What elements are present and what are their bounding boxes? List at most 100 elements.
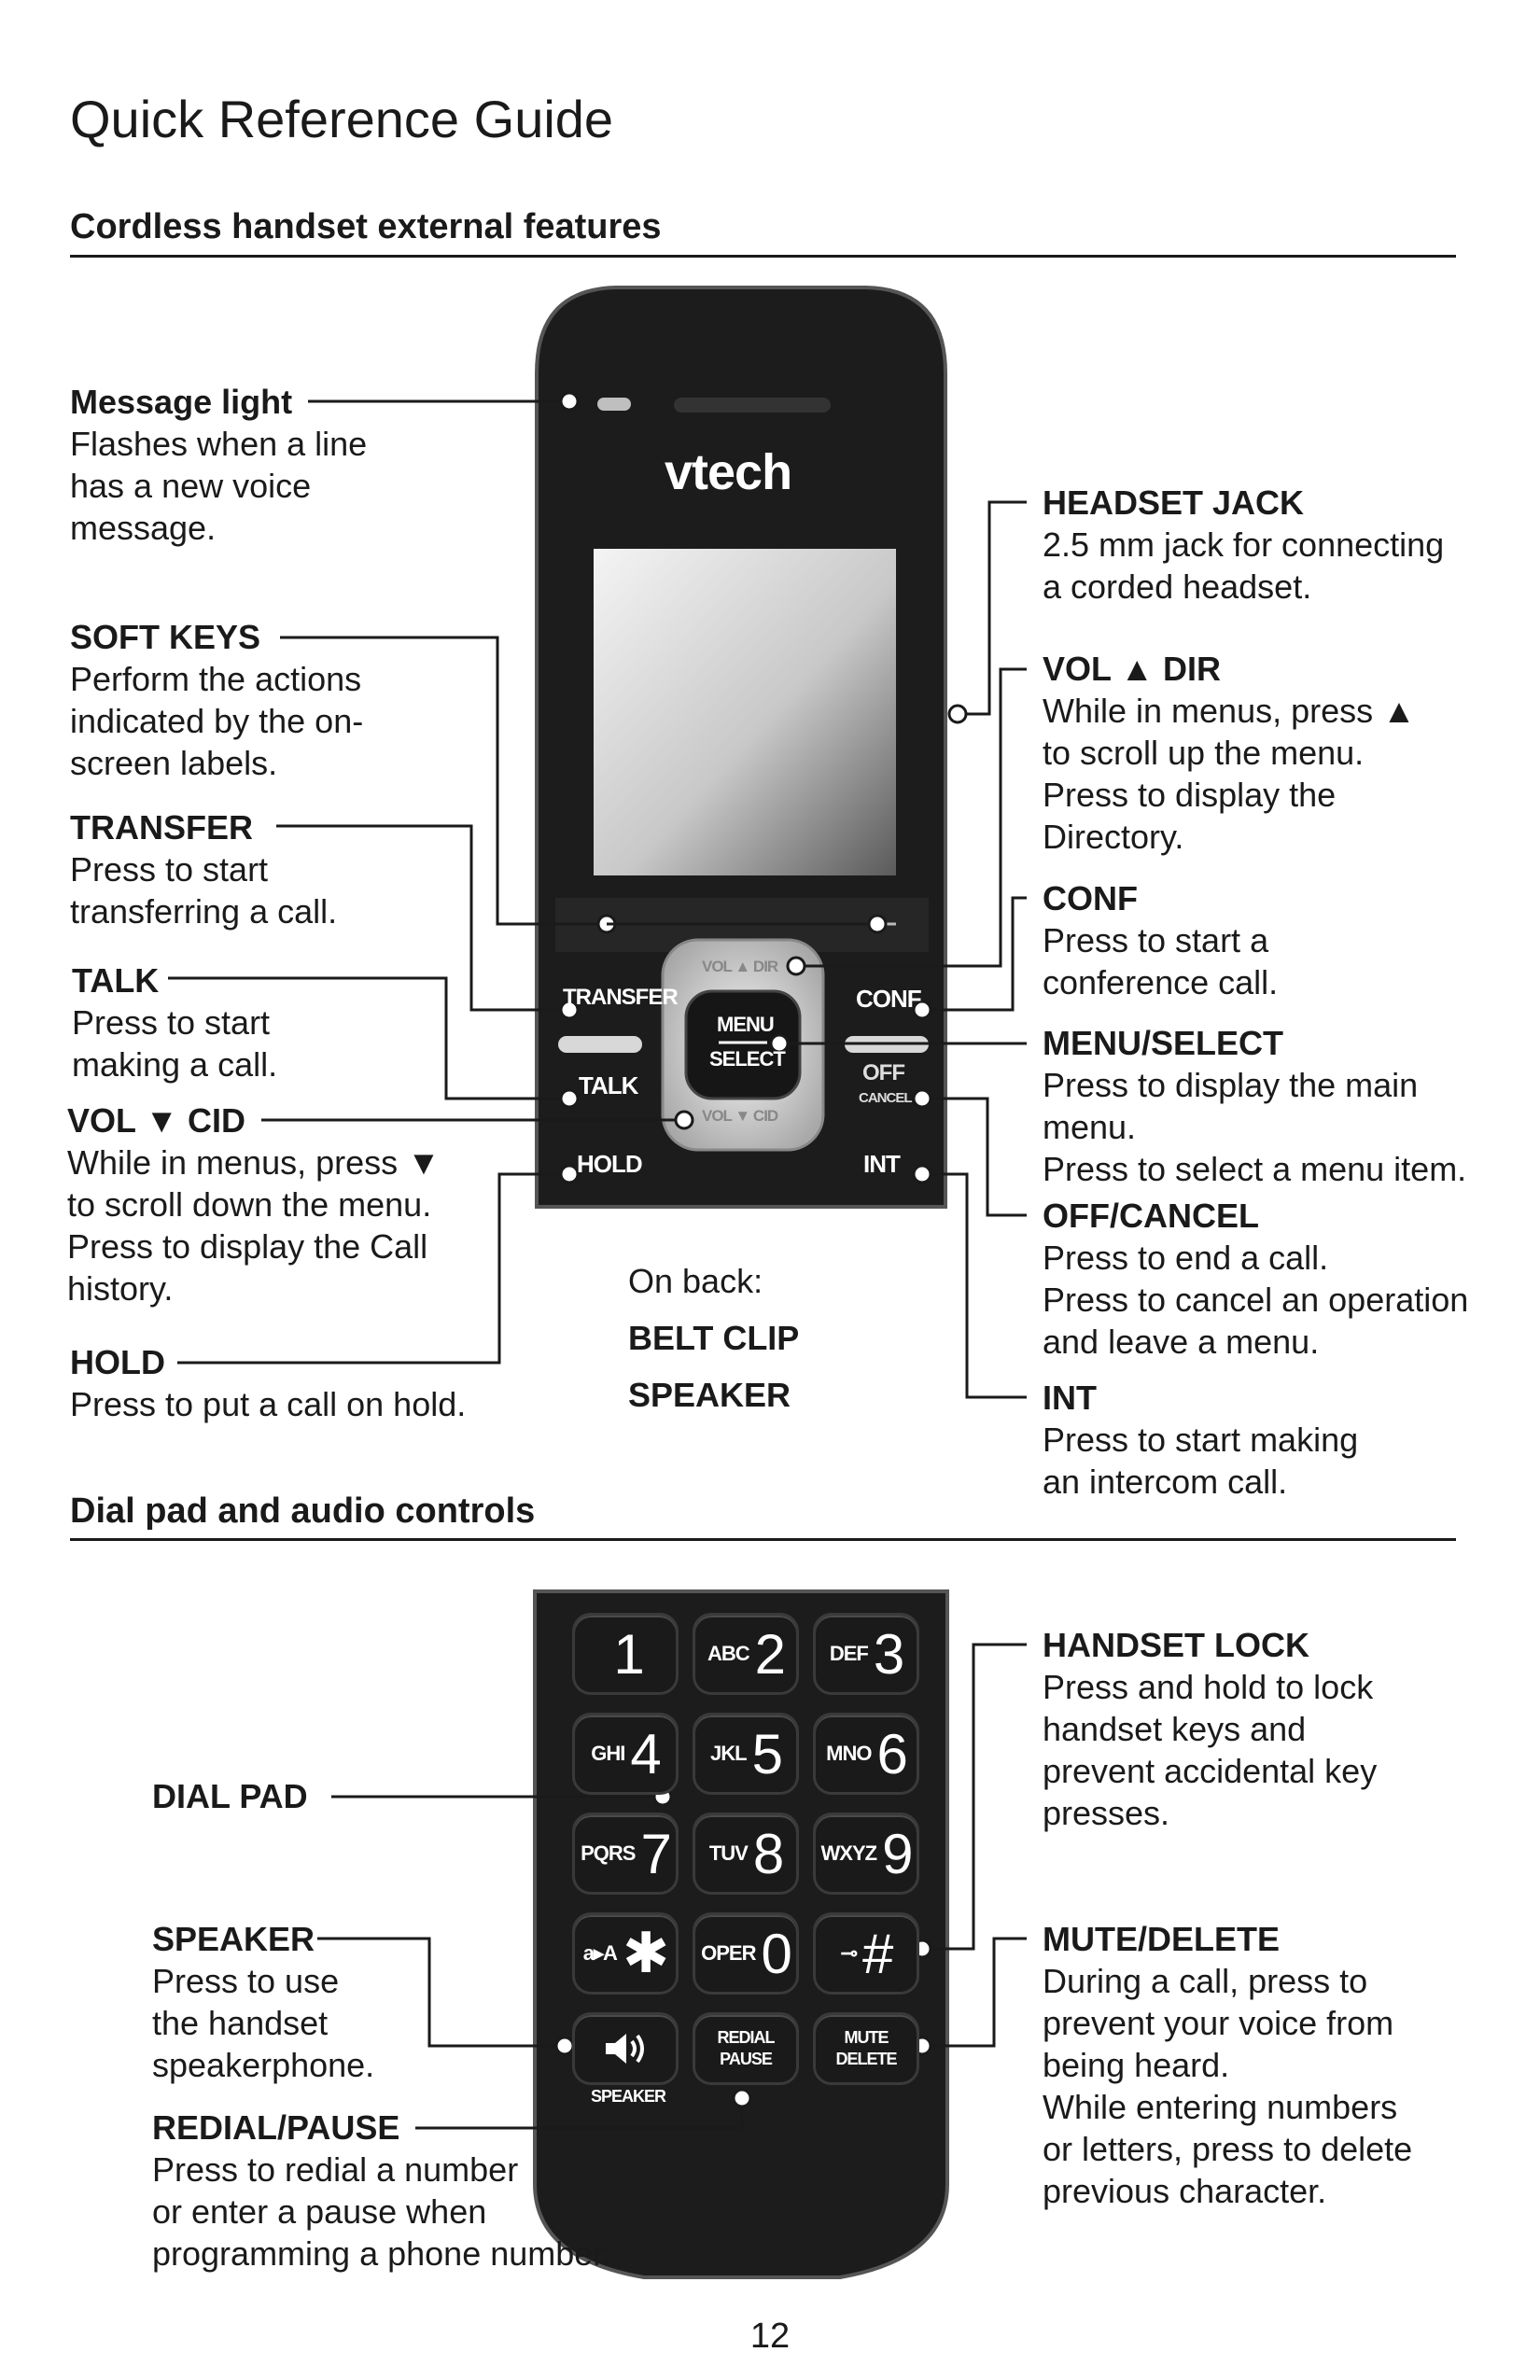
select-key-label[interactable]: SELECT	[709, 1047, 786, 1071]
transfer-key[interactable]: TRANSFER	[563, 985, 679, 1010]
talk-key[interactable]: TALK	[579, 1071, 638, 1099]
dial-key-1[interactable]: 1	[572, 1613, 679, 1695]
dial-key-letters: TUV	[708, 1841, 749, 1865]
callout-title: HEADSET JACK	[1043, 483, 1305, 522]
callout-dial-pad: DIAL PAD	[152, 1775, 395, 1817]
dial-key-digit: 1	[613, 1622, 644, 1686]
vol-up-dir-key[interactable]: VOL ▲ DIR	[702, 958, 778, 975]
mute-label: MUTE	[844, 2028, 889, 2047]
callout-title: HANDSET LOCK	[1043, 1626, 1309, 1664]
mute-delete-key[interactable]: MUTE DELETE	[813, 2012, 919, 2085]
dial-key-letters: DEF	[829, 1642, 869, 1665]
callout-title: TRANSFER	[70, 808, 253, 847]
callout-description: While in menus, press ▼ to scroll down t…	[67, 1143, 441, 1308]
callout-description: Press to use the handset speakerphone.	[152, 1962, 375, 2084]
callout-hold: HOLD Press to put a call on hold.	[70, 1341, 509, 1425]
speaker-icon	[606, 2034, 644, 2064]
delete-label: DELETE	[835, 2050, 897, 2068]
callout-redial-pause: REDIAL/PAUSE Press to redial a number or…	[152, 2107, 637, 2275]
callout-speaker: SPEAKER Press to use the handset speaker…	[152, 1918, 432, 2086]
callout-vol-cid: VOL ▼ CID While in menus, press ▼ to scr…	[67, 1099, 478, 1309]
dial-key-digit: 7	[640, 1822, 671, 1885]
callout-title: MENU/SELECT	[1043, 1024, 1284, 1062]
dial-key-letters: PQRS	[581, 1841, 636, 1865]
lock-icon: ⊸	[840, 1941, 858, 1965]
dial-key-digit: 9	[882, 1822, 913, 1885]
callout-transfer: TRANSFER Press to start transferring a c…	[70, 806, 406, 932]
callout-handset-lock: HANDSET LOCK Press and hold to lock hand…	[1043, 1624, 1509, 1834]
menu-key-label[interactable]: MENU	[717, 1013, 775, 1036]
conf-key[interactable]: CONF.	[856, 985, 925, 1013]
callout-description: Press to start transferring a call.	[70, 850, 338, 931]
callout-vol-dir: VOL ▲ DIR While in menus, press ▲ to scr…	[1043, 648, 1509, 858]
dial-key-digit: ✱	[622, 1922, 669, 1984]
on-back-note: On back: BELT CLIP SPEAKER	[628, 1253, 871, 1423]
dial-key-digit: 8	[752, 1822, 784, 1885]
callout-description: Flashes when a line has a new voice mess…	[70, 425, 368, 547]
section-rule	[70, 255, 1456, 258]
on-back-heading: On back:	[628, 1262, 763, 1300]
off-key[interactable]: OFF	[862, 1060, 905, 1085]
callout-description: Press to display the main menu. Press to…	[1043, 1066, 1467, 1188]
redial-pause-key[interactable]: REDIAL PAUSE	[693, 2012, 799, 2085]
callout-description: Perform the actions indicated by the on-…	[70, 660, 364, 782]
section-rule	[70, 1538, 1456, 1541]
callout-title: HOLD	[70, 1343, 165, 1381]
page-title: Quick Reference Guide	[70, 90, 614, 148]
callout-description: Press to start a conference call.	[1043, 921, 1279, 1001]
callout-description: Press to end a call. Press to cancel an …	[1043, 1239, 1469, 1361]
callout-soft-keys: SOFT KEYS Perform the actions indicated …	[70, 616, 406, 784]
dial-key-digit: 0	[761, 1922, 791, 1985]
display-screen	[594, 549, 896, 875]
callout-message-light: Message light Flashes when a line has a …	[70, 381, 378, 549]
page-number: 12	[749, 2317, 791, 2356]
message-light-icon	[597, 398, 631, 411]
dial-key-pound[interactable]: ⊸#	[813, 1912, 919, 1995]
cancel-key-label: CANCEL	[859, 1090, 912, 1106]
callout-description: 2.5 mm jack for connecting a corded head…	[1043, 525, 1445, 606]
callout-menu-select: MENU/SELECT Press to display the main me…	[1043, 1022, 1537, 1190]
callout-title: TALK	[72, 961, 160, 1000]
dial-key-digit: 5	[751, 1722, 783, 1785]
vol-down-cid-key[interactable]: VOL ▼ CID	[702, 1107, 778, 1125]
dial-key-letters: a▸A	[582, 1941, 618, 1965]
callout-description: Press to redial a number or enter a paus…	[152, 2150, 612, 2273]
callout-mute-delete: MUTE/DELETE During a call, press to prev…	[1043, 1918, 1509, 2212]
hold-key[interactable]: HOLD	[577, 1150, 643, 1178]
vtech-logo: vtech	[665, 444, 792, 500]
callout-description: While in menus, press ▲ to scroll up the…	[1043, 692, 1416, 856]
callout-description: During a call, press to prevent your voi…	[1043, 1962, 1413, 2210]
callout-title: SPEAKER	[152, 1920, 315, 1958]
dial-key-letters: MNO	[826, 1742, 872, 1765]
speaker-key[interactable]	[572, 2012, 679, 2085]
dial-key-letters: ABC	[707, 1642, 750, 1665]
callout-title: Message light	[70, 383, 293, 421]
callout-int: INT Press to start making an intercom ca…	[1043, 1377, 1509, 1503]
int-key[interactable]: INT	[863, 1150, 901, 1178]
dial-key-letters: GHI	[591, 1742, 625, 1765]
callout-off-cancel: OFF/CANCEL Press to end a call. Press to…	[1043, 1195, 1537, 1363]
callout-title: VOL ▼ CID	[67, 1101, 245, 1140]
dial-key-star[interactable]: a▸A✱	[572, 1912, 679, 1995]
callout-description: Press to start making an intercom call.	[1043, 1421, 1359, 1501]
callout-conf: CONF Press to start a conference call.	[1043, 877, 1509, 1003]
callout-title: MUTE/DELETE	[1043, 1920, 1281, 1958]
dial-key-letters: WXYZ	[820, 1841, 878, 1865]
callout-title: INT	[1043, 1379, 1097, 1417]
dial-key-digit: #	[862, 1922, 893, 1985]
talk-key-bar	[558, 1036, 642, 1053]
callout-title: SOFT KEYS	[70, 618, 261, 656]
callout-description: Press and hold to lock handset keys and …	[1043, 1668, 1378, 1832]
callout-talk: TALK Press to start making a call.	[72, 959, 408, 1085]
callout-title: CONF	[1043, 879, 1138, 917]
